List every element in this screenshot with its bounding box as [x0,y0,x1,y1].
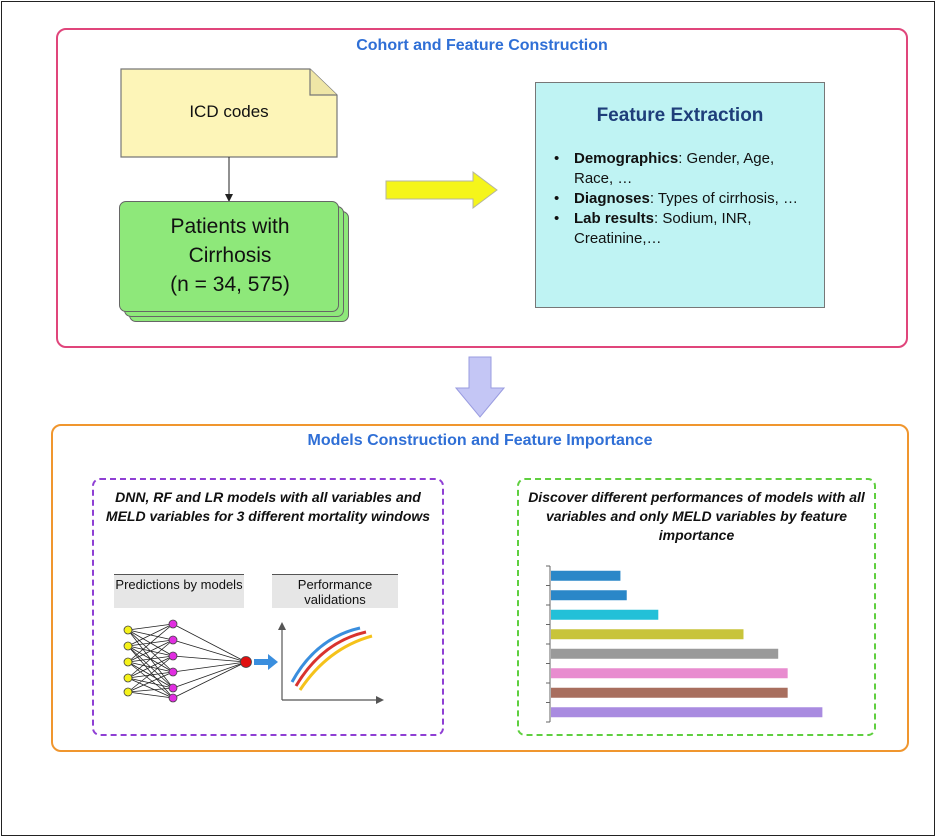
feature-list: Demographics: Gender, Age, Race, … Diagn… [550,149,815,249]
chart-bar-3 [551,609,659,620]
patients-line-3: (n = 34, 575) [170,273,290,296]
patients-line-2: Cirrhosis [188,244,272,267]
feature-detail: : Gender, Age, Race, … [574,150,775,187]
dnn-models-caption: DNN, RF and LR models with all variables… [105,489,431,524]
feature-extraction-box: Feature Extraction Demographics: Gender,… [535,82,825,308]
patients-box: Patients with Cirrhosis (n = 34, 575) [119,201,339,312]
chart-bar-4 [551,629,744,640]
feature-extraction-title: Feature Extraction [596,105,764,126]
performance-curves-icon [278,622,384,704]
feature-importance-panel: Discover different performances of model… [517,478,876,736]
down-arrow-icon [225,157,233,202]
feature-detail: : Types of cirrhosis, … [649,190,798,207]
models-panel-title: Models Construction and Feature Importan… [307,432,653,449]
right-arrow-icon [385,171,498,209]
icd-codes-label: ICD codes [189,102,269,121]
chart-bar-1 [551,570,621,581]
feature-item-diagnoses: Diagnoses: Types of cirrhosis, … [550,189,815,209]
cohort-panel: Cohort and Feature Construction [56,28,908,348]
chart-bar-8 [551,707,823,718]
big-down-arrow-icon [455,356,505,418]
feature-name: Diagnoses [574,190,650,207]
performance-label: Performance validations [272,574,398,608]
chart-bar-7 [551,687,788,698]
dnn-models-panel: DNN, RF and LR models with all variables… [92,478,444,736]
chart-bar-6 [551,668,788,679]
feature-importance-chart [546,565,823,723]
chart-bar-2 [551,590,627,601]
feature-name: Demographics [574,150,679,167]
feature-item-demographics: Demographics: Gender, Age, Race, … [550,149,815,189]
models-panel: Models Construction and Feature Importan… [51,424,909,752]
icd-codes-document [120,68,338,158]
predictions-label: Predictions by models [114,574,244,608]
feature-detail: : Sodium, INR, Creatinine,… [574,210,752,247]
feature-name: Lab results [574,210,655,227]
feature-importance-caption: Discover different performances of model… [528,489,865,543]
patients-line-1: Patients with [170,215,290,238]
neural-network-icon [123,619,278,703]
chart-bar-5 [551,648,779,659]
patients-text: Patients with Cirrhosis (n = 34, 575) [120,212,340,299]
cohort-panel-title: Cohort and Feature Construction [356,37,608,54]
feature-item-lab-results: Lab results: Sodium, INR, Creatinine,… [550,209,815,249]
